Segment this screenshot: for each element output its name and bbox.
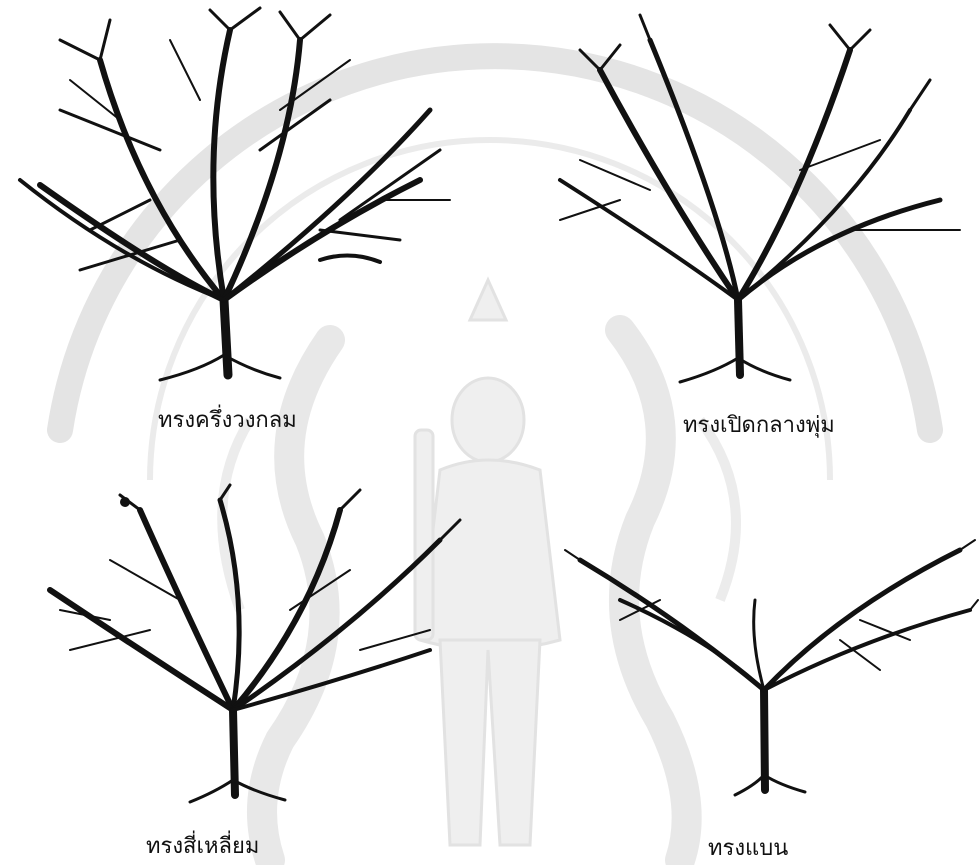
tree-open-center-drawing — [500, 0, 979, 400]
tree-square — [30, 480, 470, 810]
caption-flat: ทรงแบน — [708, 830, 788, 865]
tree-half-circle — [0, 0, 470, 400]
caption-half-circle: ทรงครึ่งวงกลม — [158, 402, 297, 437]
caption-open-center: ทรงเปิดกลางพุ่ม — [683, 407, 835, 442]
tree-flat — [560, 520, 979, 800]
tree-half-circle-drawing — [0, 0, 470, 400]
caption-square: ทรงสี่เหลี่ยม — [146, 828, 259, 863]
tree-square-drawing — [30, 480, 470, 810]
tree-open-center — [500, 0, 979, 400]
tree-flat-drawing — [560, 520, 979, 800]
